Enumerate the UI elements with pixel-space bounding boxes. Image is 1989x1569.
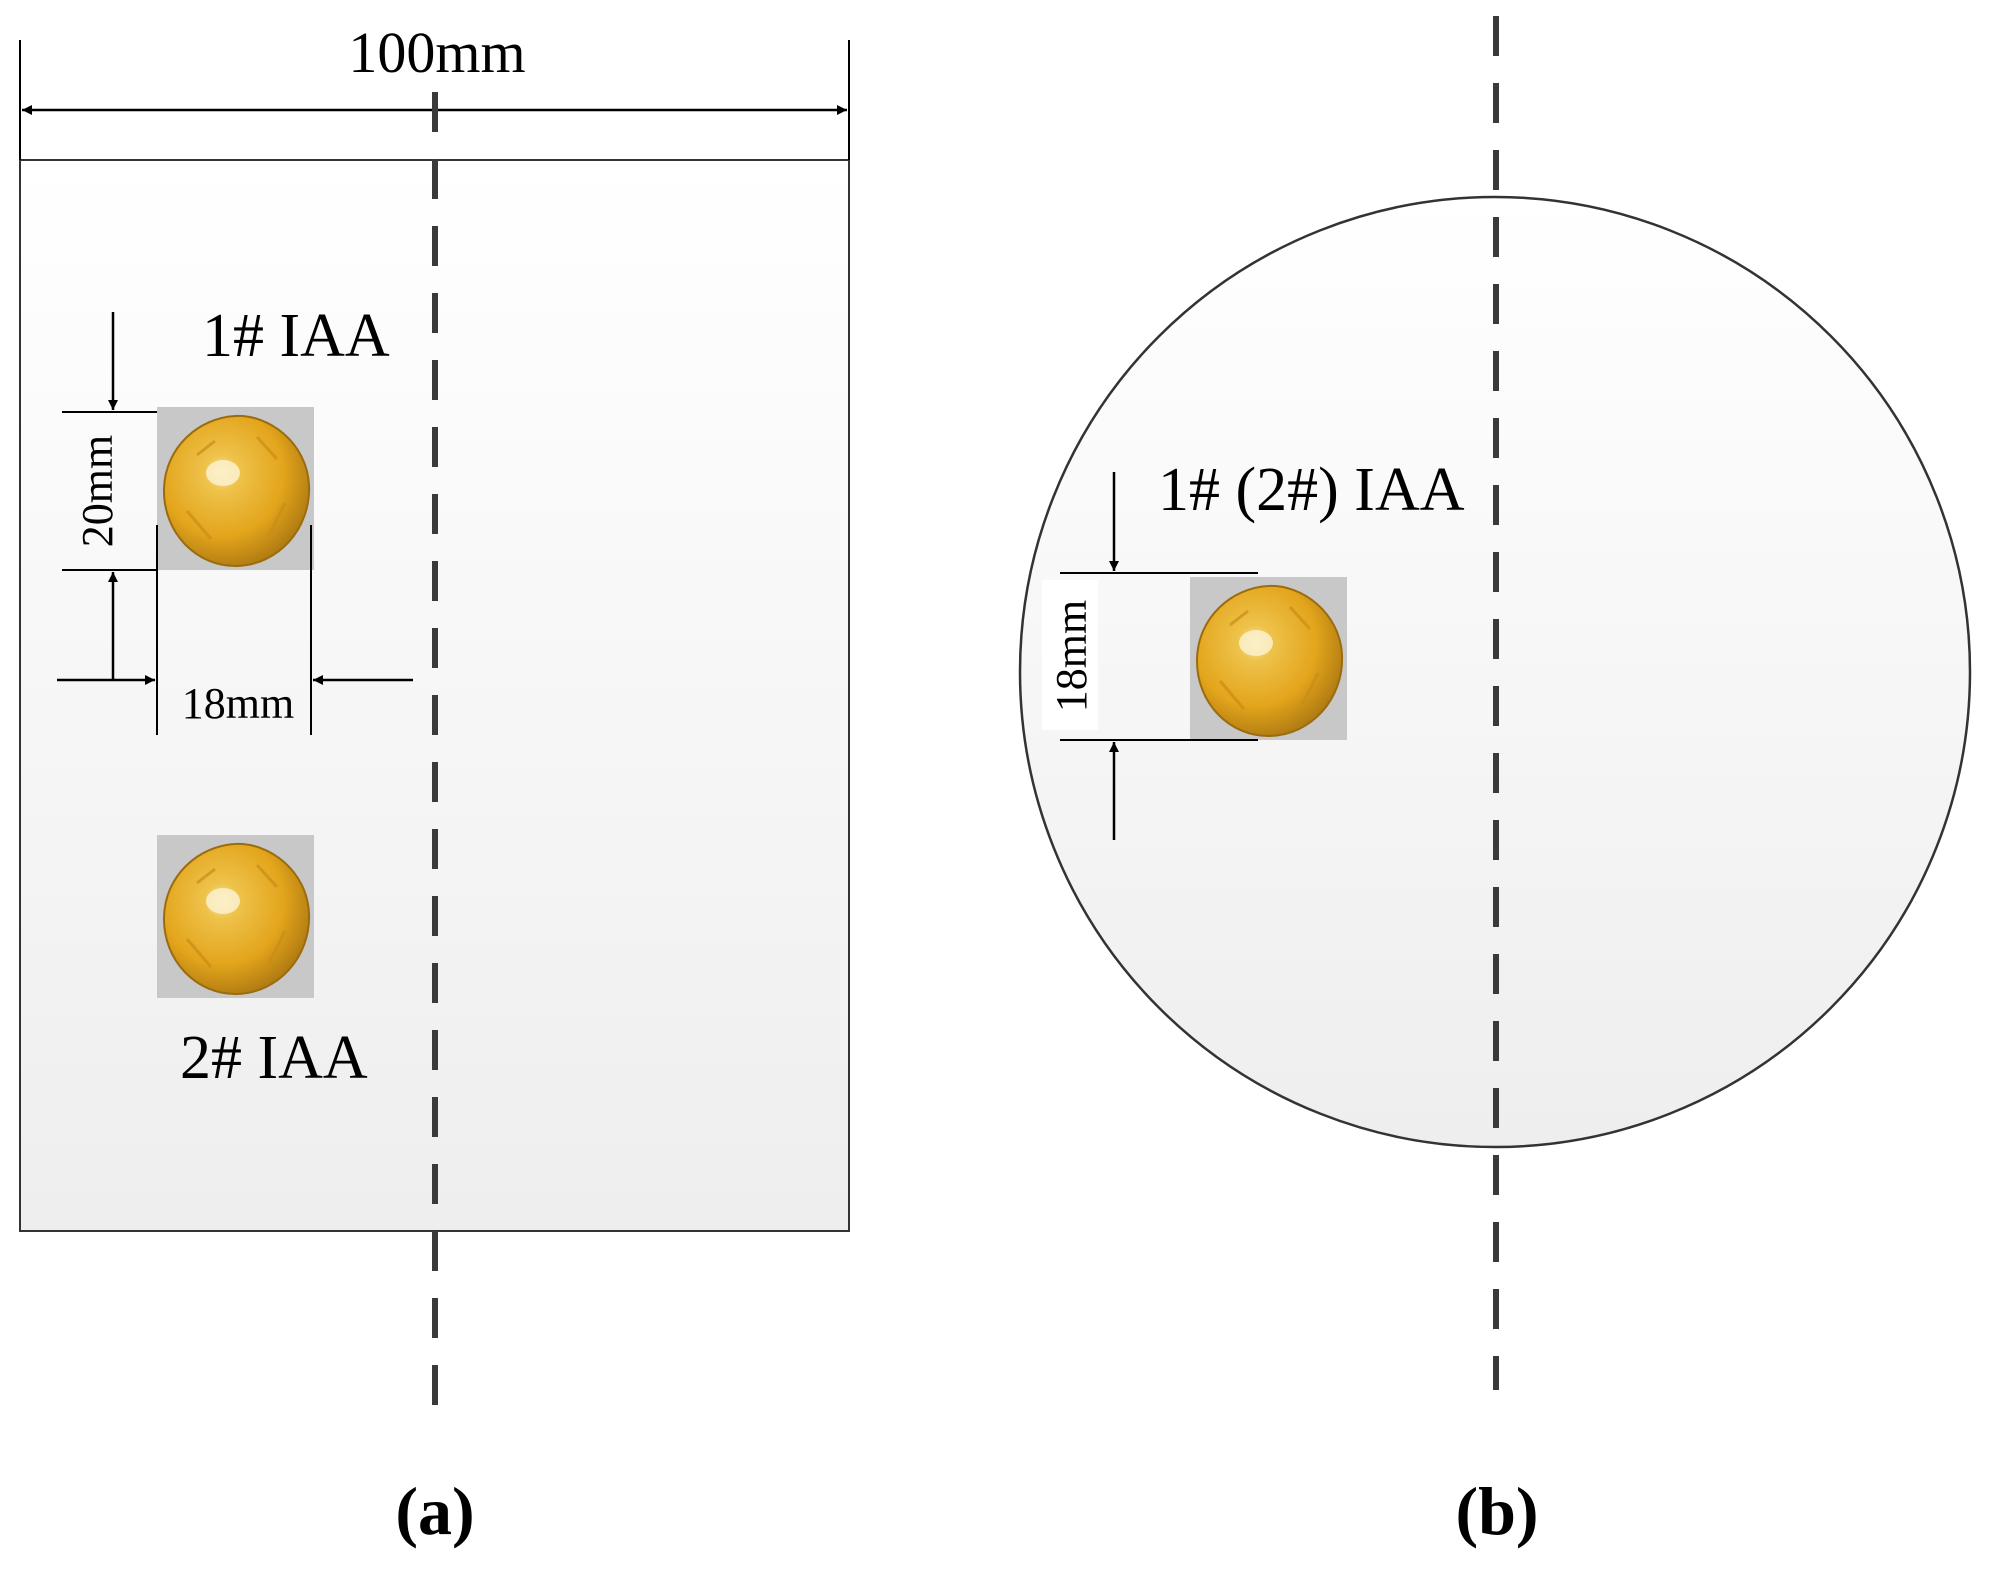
depth-dimension: 20mm [62,312,157,680]
diameter-dimension-b: 18mm [1042,472,1258,840]
iaa-ball-icon [1188,575,1349,742]
ball1-label: 1# IAA [202,302,390,370]
diameter-label-a: 18mm [182,679,294,728]
iaa-ball-icon [155,405,316,572]
panel-b: 1# (2#) IAA 18mm (b) [1018,16,1972,1549]
ball-label-b: 1# (2#) IAA [1158,456,1465,524]
width-dimension: 100mm [19,20,850,160]
panel-a: 100mm 1# IAA 20mm 18mm 2# IAA (a) [19,20,850,1549]
diameter-label-b: 18mm [1047,600,1096,712]
width-label: 100mm [348,20,525,85]
ball2-label: 2# IAA [180,1024,368,1092]
caption-b: (b) [1455,1473,1538,1549]
depth-label: 20mm [73,435,122,547]
caption-a: (a) [395,1473,474,1549]
cylinder-cross-section [1018,195,1972,1149]
diameter-dimension-a: 18mm [57,525,413,735]
iaa-ball-icon [155,833,316,1000]
